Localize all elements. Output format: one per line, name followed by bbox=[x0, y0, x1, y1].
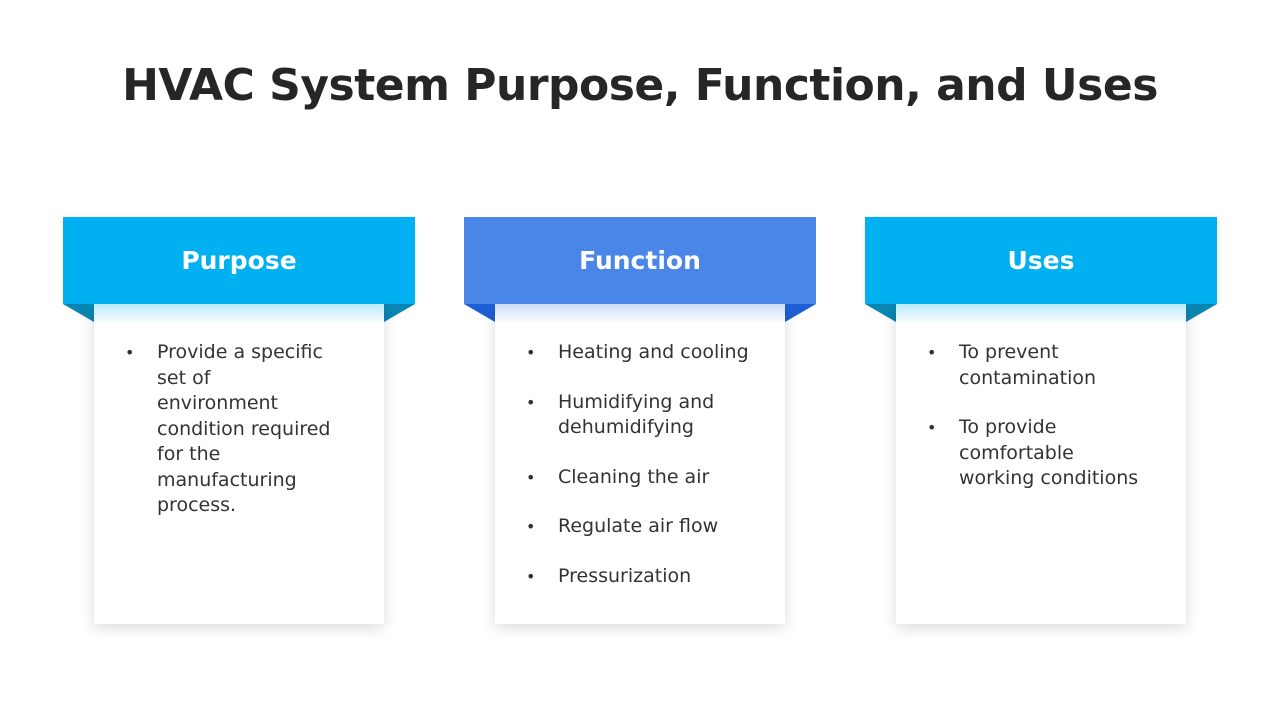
uses-card: Uses • To prevent contamination • To pro… bbox=[865, 217, 1217, 637]
slide-title: HVAC System Purpose, Function, and Uses bbox=[122, 60, 1158, 111]
list-item-text: Regulate air flow bbox=[558, 515, 719, 537]
list-item: • Humidifying and dehumidifying bbox=[526, 390, 766, 441]
ribbon-fold-right bbox=[384, 304, 415, 322]
bullet-icon: • bbox=[125, 343, 135, 362]
bullet-icon: • bbox=[526, 566, 536, 586]
bullet-icon: • bbox=[526, 392, 536, 412]
ribbon-fold-left bbox=[865, 304, 896, 322]
purpose-card: Purpose • Provide a specific set of envi… bbox=[63, 217, 415, 637]
list-item-text: Humidifying and dehumidifying bbox=[558, 390, 715, 439]
card-body bbox=[495, 304, 785, 624]
list-item: • Pressurization bbox=[526, 564, 766, 590]
bullet-icon: • bbox=[927, 343, 937, 362]
list-item: • To prevent contamination bbox=[927, 340, 1167, 391]
card-body bbox=[896, 304, 1186, 624]
list-item-text: Cleaning the air bbox=[558, 465, 710, 488]
list-item-text: To provide comfortable working condition… bbox=[959, 416, 1139, 489]
list-item-text: To prevent contamination bbox=[959, 341, 1097, 389]
card-body bbox=[94, 304, 384, 624]
card-header-function: Function bbox=[464, 217, 816, 304]
list-item-text: Heating and cooling bbox=[558, 341, 749, 363]
list-item: • Heating and cooling bbox=[526, 340, 766, 366]
uses-list: • To prevent contamination • To provide … bbox=[927, 340, 1167, 516]
function-list: • Heating and cooling • Humidifying and … bbox=[526, 340, 766, 613]
list-item-text: Provide a specific set of environment co… bbox=[157, 341, 331, 516]
bullet-icon: • bbox=[526, 517, 536, 536]
card-header-purpose: Purpose bbox=[63, 217, 415, 304]
bullet-icon: • bbox=[927, 418, 937, 437]
list-item: • Cleaning the air bbox=[526, 465, 766, 491]
ribbon-fold-left bbox=[464, 304, 495, 322]
function-card: Function • Heating and cooling • Humidif… bbox=[464, 217, 816, 637]
ribbon-fold-left bbox=[63, 304, 94, 322]
purpose-list: • Provide a specific set of environment … bbox=[125, 340, 365, 543]
list-item: • Regulate air flow bbox=[526, 514, 766, 540]
list-item: • Provide a specific set of environment … bbox=[125, 340, 365, 519]
bullet-icon: • bbox=[526, 467, 536, 487]
list-item: • To provide comfortable working conditi… bbox=[927, 415, 1167, 492]
bullet-icon: • bbox=[526, 343, 536, 362]
ribbon-fold-right bbox=[1186, 304, 1217, 322]
ribbon-fold-right bbox=[785, 304, 816, 322]
card-header-uses: Uses bbox=[865, 217, 1217, 304]
list-item-text: Pressurization bbox=[558, 564, 692, 587]
